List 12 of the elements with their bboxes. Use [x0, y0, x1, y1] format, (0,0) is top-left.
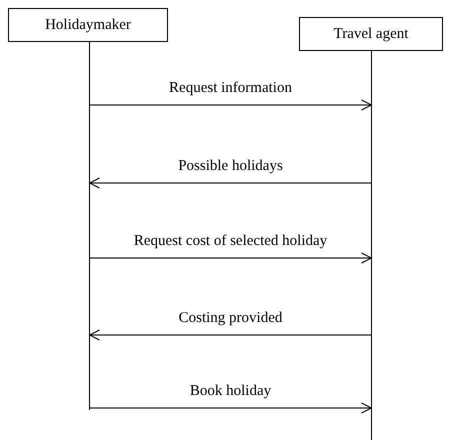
actor-box: Holidaymaker	[8, 8, 168, 42]
edge-label: Possible holidays	[177, 158, 284, 175]
edge-label: Request information	[168, 80, 293, 97]
message-arrow	[89, 402, 372, 414]
message-arrow	[89, 100, 372, 110]
message-arrow	[89, 178, 372, 188]
message-arrow	[89, 252, 372, 264]
edge-label: Request cost of selected holiday	[132, 233, 328, 250]
actor-box: Travel agent	[299, 17, 443, 51]
edge-label: Book holiday	[188, 383, 272, 400]
edge-label: Costing provided	[178, 310, 284, 327]
message-arrow	[89, 330, 372, 340]
